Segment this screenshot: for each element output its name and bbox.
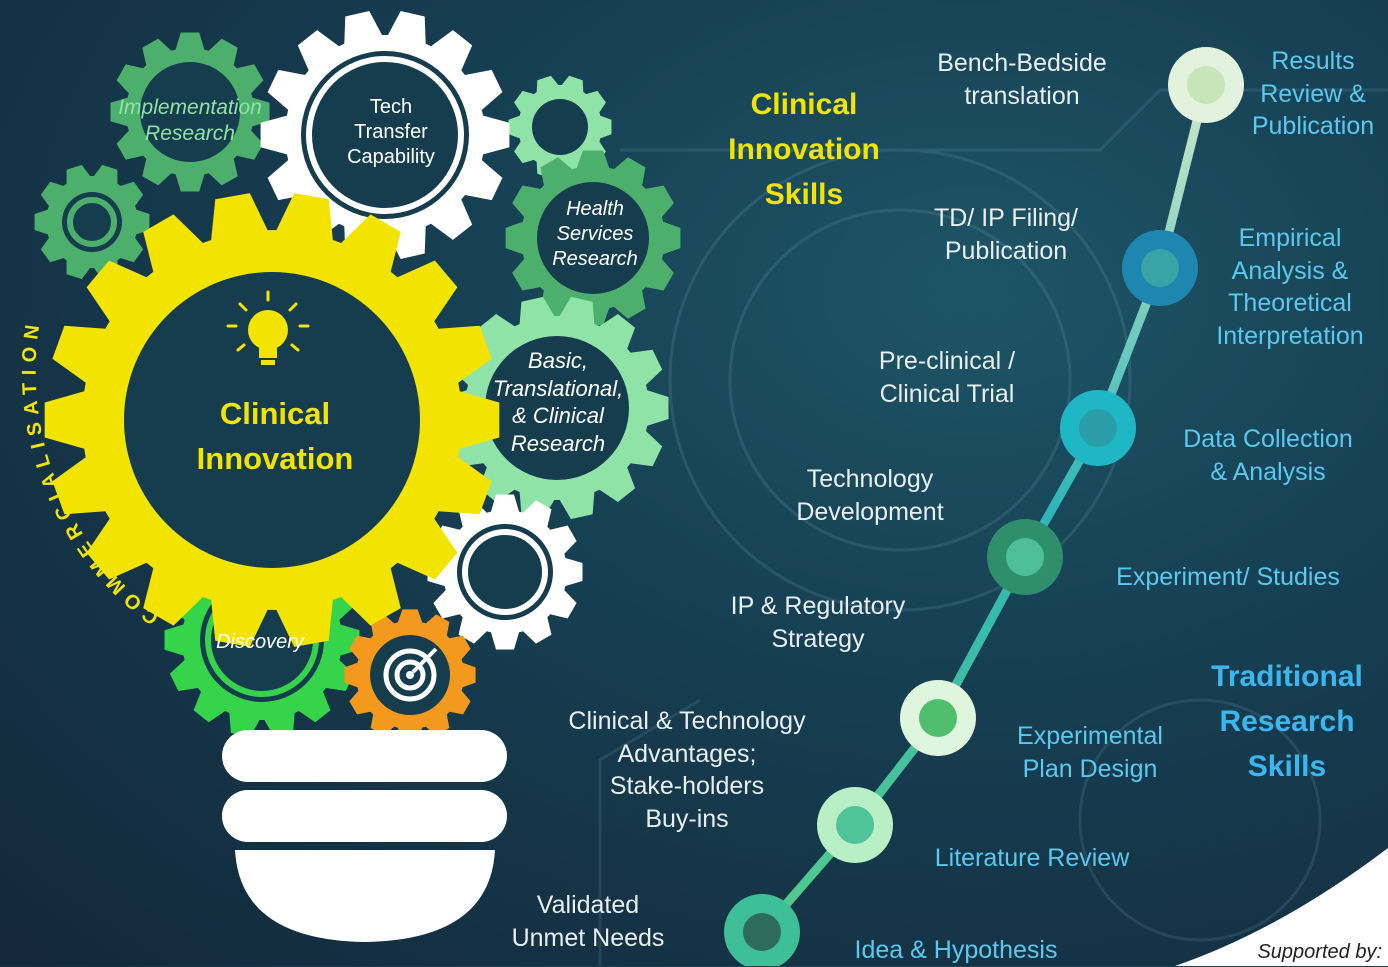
bottom-white-gear bbox=[427, 494, 583, 650]
background-pattern bbox=[598, 88, 1388, 966]
research-step-literature-review: Literature Review bbox=[934, 844, 1130, 872]
basic-research-label: Basic, Translational, & Clinical Researc… bbox=[492, 348, 624, 456]
discovery-label: Discovery bbox=[216, 631, 304, 653]
milestone-idea bbox=[724, 894, 800, 966]
supported-by-label: Supported by: bbox=[1257, 941, 1382, 963]
research-step-data-collection: Data Collection& Analysis bbox=[1183, 425, 1353, 486]
research-step-idea-hypothesis: Idea & Hypothesis bbox=[854, 936, 1058, 964]
milestone-results bbox=[1168, 47, 1244, 123]
milestone-plan bbox=[900, 680, 976, 756]
milestone-literature bbox=[817, 787, 893, 863]
milestone-experiment bbox=[987, 519, 1063, 595]
implementation-research-label: Implementation Research bbox=[118, 96, 262, 146]
lightbulb-icon bbox=[226, 290, 310, 365]
implementation-gear bbox=[110, 32, 270, 192]
small-left-gear bbox=[34, 164, 150, 280]
tech-transfer-gear bbox=[260, 11, 510, 259]
basic-research-gear bbox=[445, 296, 669, 520]
clinical-innovation-skills-heading: Clinical Innovation Skills bbox=[728, 88, 880, 211]
clinical-step-ip-filing: TD/ IP Filing/Publication bbox=[933, 204, 1079, 265]
health-services-label: Health Services Research bbox=[552, 198, 638, 270]
bulb-base-icon bbox=[222, 730, 507, 942]
milestones bbox=[724, 47, 1244, 966]
research-step-experiment: Experiment/ Studies bbox=[1116, 563, 1340, 591]
footer-panel bbox=[1175, 848, 1388, 966]
clinical-step-clinical-trial: Pre-clinical /Clinical Trial bbox=[878, 347, 1016, 408]
traditional-research-skills-heading: Traditional Research Skills bbox=[1211, 660, 1363, 783]
clinical-innovation-core-label: Clinical Innovation bbox=[196, 396, 354, 476]
health-services-gear bbox=[505, 150, 681, 326]
milestone-empirical bbox=[1122, 230, 1198, 306]
target-icon bbox=[383, 647, 438, 702]
milestone-data bbox=[1060, 390, 1136, 466]
clinical-innovation-gear bbox=[44, 193, 500, 647]
gear-cluster bbox=[34, 11, 681, 741]
tech-transfer-label: Tech Transfer Capability bbox=[347, 96, 435, 168]
